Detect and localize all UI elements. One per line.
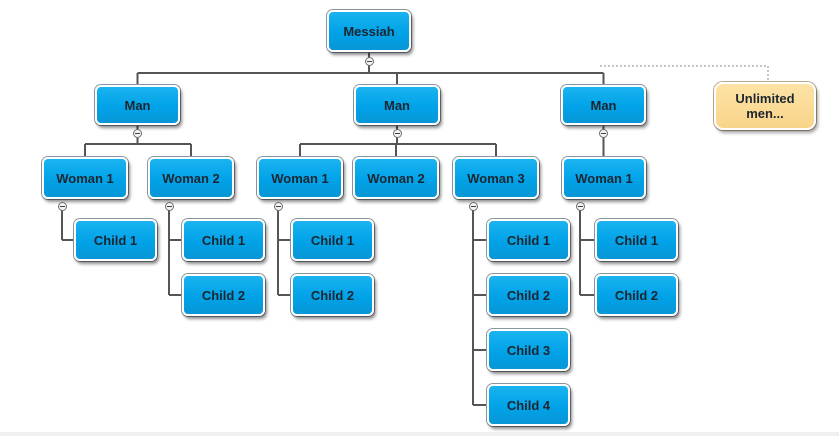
man-1-woman-2-child-node-1-label: Child 1 [201, 232, 246, 248]
man-3-woman-1-child-node-1[interactable]: Child 1 [595, 219, 678, 261]
man-node-1-label: Man [124, 97, 151, 113]
man-3-woman-1-child-node-2-label: Child 2 [614, 287, 659, 303]
man-3-woman-node-1[interactable]: Woman 1 [562, 157, 646, 199]
man-2-woman-3-collapse-toggle[interactable] [468, 201, 478, 211]
man-1-woman-2-collapse-toggle[interactable] [164, 201, 174, 211]
man-node-2-label: Man [384, 97, 410, 113]
man-2-woman-1-child-node-2-label: Child 2 [310, 287, 355, 303]
man-3-woman-1-child-node-2[interactable]: Child 2 [595, 274, 678, 316]
man-2-woman-3-child-node-2-label: Child 2 [506, 287, 551, 303]
man-2-woman-3-child-node-4[interactable]: Child 4 [487, 384, 570, 426]
bottom-edge-band [0, 432, 839, 436]
man-2-collapse-toggle[interactable] [392, 128, 402, 138]
man-1-woman-node-2[interactable]: Woman 2 [148, 157, 234, 199]
man-3-woman-1-collapse-toggle[interactable] [575, 201, 585, 211]
man-1-woman-node-1-label: Woman 1 [56, 170, 114, 186]
root-node-messiah[interactable]: Messiah [327, 10, 411, 52]
note-line-1: Unlimited [735, 91, 795, 106]
man-2-woman-3-child-node-1[interactable]: Child 1 [487, 219, 570, 261]
man-2-woman-1-collapse-toggle[interactable] [273, 201, 283, 211]
man-1-woman-2-child-node-2-label: Child 2 [201, 287, 246, 303]
man-2-woman-3-child-node-3-label: Child 3 [506, 342, 551, 358]
man-1-woman-1-collapse-toggle[interactable] [57, 201, 67, 211]
man-2-woman-3-child-node-4-label: Child 4 [506, 397, 551, 413]
root-collapse-toggle[interactable] [364, 56, 374, 66]
note-line-2: men... [746, 106, 784, 121]
root-node-messiah-label: Messiah [343, 23, 395, 39]
man-1-woman-node-2-label: Woman 2 [162, 170, 220, 186]
man-node-3[interactable]: Man [561, 85, 646, 125]
man-2-woman-node-2-label: Woman 2 [367, 170, 425, 186]
man-1-woman-2-child-node-2[interactable]: Child 2 [182, 274, 265, 316]
man-node-1[interactable]: Man [95, 85, 180, 125]
man-2-woman-1-child-node-2[interactable]: Child 2 [291, 274, 374, 316]
man-2-woman-3-child-node-1-label: Child 1 [506, 232, 551, 248]
man-2-woman-node-2[interactable]: Woman 2 [353, 157, 439, 199]
man-2-woman-node-3[interactable]: Woman 3 [453, 157, 539, 199]
man-1-woman-1-child-node-1-label: Child 1 [93, 232, 138, 248]
man-3-woman-node-1-label: Woman 1 [575, 170, 633, 186]
man-node-3-label: Man [590, 97, 617, 113]
man-2-woman-node-1-label: Woman 1 [271, 170, 329, 186]
man-2-woman-1-child-node-1[interactable]: Child 1 [291, 219, 374, 261]
man-1-collapse-toggle[interactable] [133, 128, 142, 138]
man-1-woman-node-1[interactable]: Woman 1 [42, 157, 128, 199]
man-2-woman-node-1[interactable]: Woman 1 [257, 157, 343, 199]
man-2-woman-1-child-node-1-label: Child 1 [310, 232, 355, 248]
man-3-woman-1-child-node-1-label: Child 1 [614, 232, 659, 248]
man-2-woman-node-3-label: Woman 3 [467, 170, 525, 186]
man-2-woman-3-child-node-3[interactable]: Child 3 [487, 329, 570, 371]
man-1-woman-1-child-node-1[interactable]: Child 1 [74, 219, 157, 261]
man-node-2[interactable]: Man [354, 85, 440, 125]
man-1-woman-2-child-node-1[interactable]: Child 1 [182, 219, 265, 261]
man-3-collapse-toggle[interactable] [599, 128, 608, 138]
man-2-woman-3-child-node-2[interactable]: Child 2 [487, 274, 570, 316]
